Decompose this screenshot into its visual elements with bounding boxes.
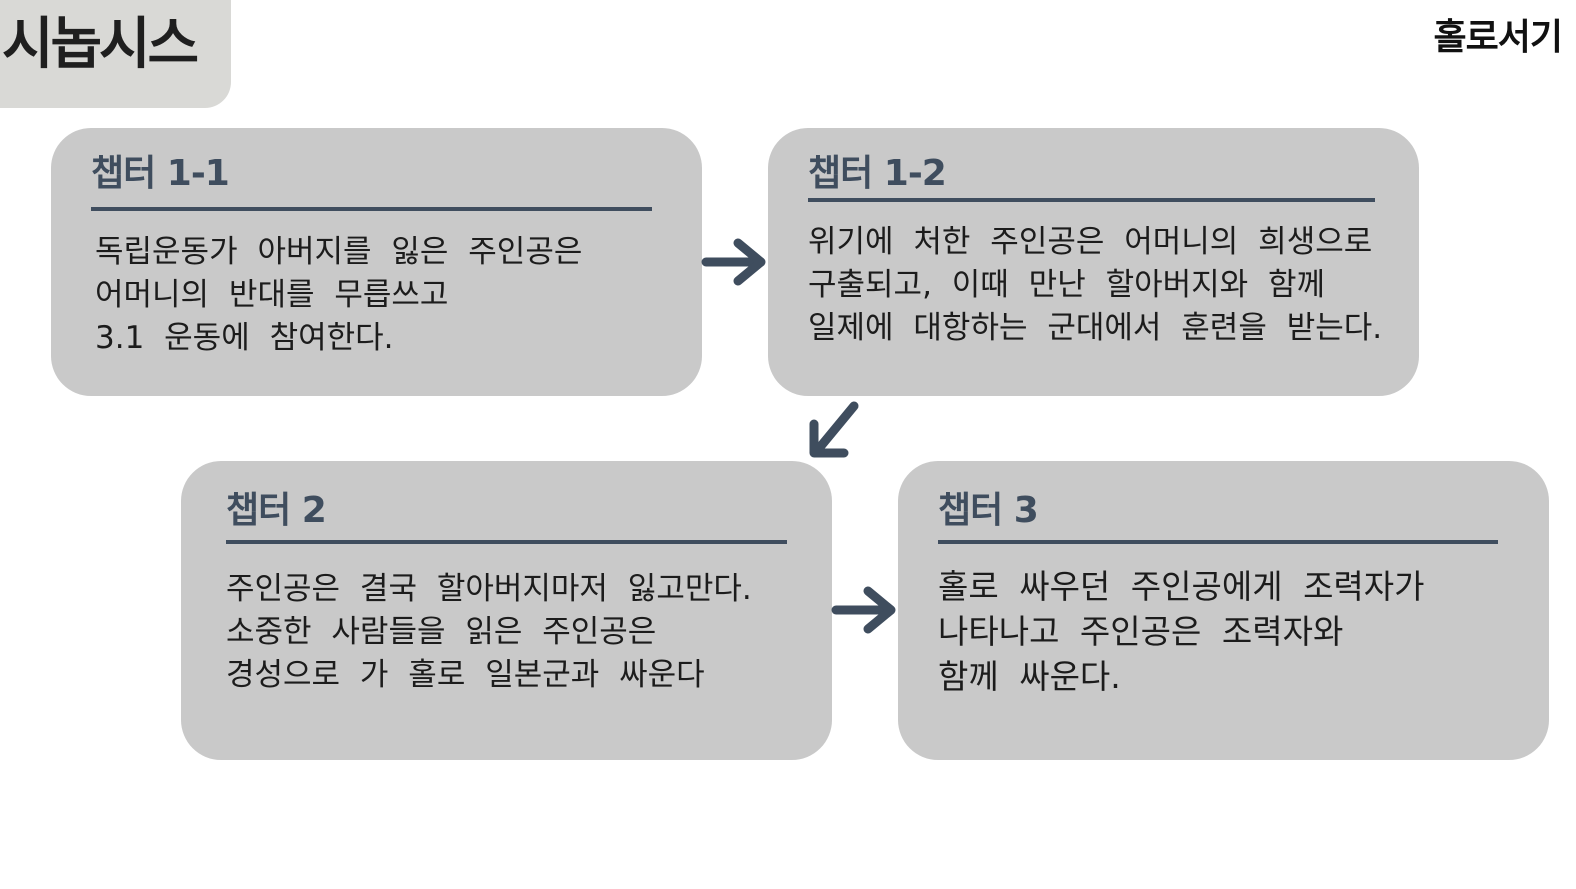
card-body-line: 구출되고, 이때 만난 할아버지와 함께 [808, 267, 1326, 303]
card-body-line: 홀로 싸우던 주인공에게 조력자가 [938, 567, 1425, 606]
heading-rule [938, 540, 1498, 544]
arrow-right-icon [831, 586, 896, 634]
card-heading: 챕터 1-1 [91, 153, 230, 194]
arrow-right-icon [701, 238, 766, 286]
card-chapter-1-1: 챕터 1-1 독립운동가 아버지를 잃은 주인공은 어머니의 반대를 무릅쓰고 … [51, 128, 702, 396]
card-body: 주인공은 결국 할아버지마저 잃고만다. 소중한 사람들을 읽은 주인공은 경성… [226, 568, 752, 697]
card-body-line: 소중한 사람들을 읽은 주인공은 [226, 614, 657, 650]
card-body-line: 일제에 대항하는 군대에서 훈련을 받는다. [808, 310, 1383, 346]
arrow-down-left-icon [809, 401, 859, 458]
card-body-line: 함께 싸운다. [938, 657, 1121, 696]
card-chapter-3: 챕터 3 홀로 싸우던 주인공에게 조력자가 나타나고 주인공은 조력자와 함께… [898, 461, 1549, 760]
card-heading: 챕터 3 [938, 490, 1039, 531]
page-title: 시놉시스 [2, 12, 199, 77]
card-body-line: 주인공은 결국 할아버지마저 잃고만다. [226, 571, 752, 607]
card-body-line: 어머니의 반대를 무릅쓰고 [95, 277, 449, 313]
heading-rule [226, 540, 787, 544]
card-body-line: 경성으로 가 홀로 일본군과 싸운다 [226, 657, 705, 693]
card-body: 위기에 처한 주인공은 어머니의 희생으로 구출되고, 이때 만난 할아버지와 … [808, 221, 1382, 350]
card-chapter-2: 챕터 2 주인공은 결국 할아버지마저 잃고만다. 소중한 사람들을 읽은 주인… [181, 461, 832, 760]
heading-rule [91, 207, 652, 211]
brand-logo-text: 홀로서기 [1433, 17, 1563, 58]
card-body-line: 나타나고 주인공은 조력자와 [938, 612, 1344, 651]
card-body-line: 위기에 처한 주인공은 어머니의 희생으로 [808, 224, 1373, 260]
title-tab: 시놉시스 [0, 0, 231, 108]
card-heading: 챕터 1-2 [808, 153, 947, 194]
card-body: 독립운동가 아버지를 잃은 주인공은 어머니의 반대를 무릅쓰고 3.1 운동에… [95, 231, 582, 360]
card-body: 홀로 싸우던 주인공에게 조력자가 나타나고 주인공은 조력자와 함께 싸운다. [938, 564, 1425, 699]
heading-rule [808, 198, 1375, 202]
card-heading: 챕터 2 [226, 490, 327, 531]
card-body-line: 3.1 운동에 참여한다. [95, 320, 394, 356]
card-body-line: 독립운동가 아버지를 잃은 주인공은 [95, 234, 583, 270]
card-chapter-1-2: 챕터 1-2 위기에 처한 주인공은 어머니의 희생으로 구출되고, 이때 만난… [768, 128, 1419, 396]
